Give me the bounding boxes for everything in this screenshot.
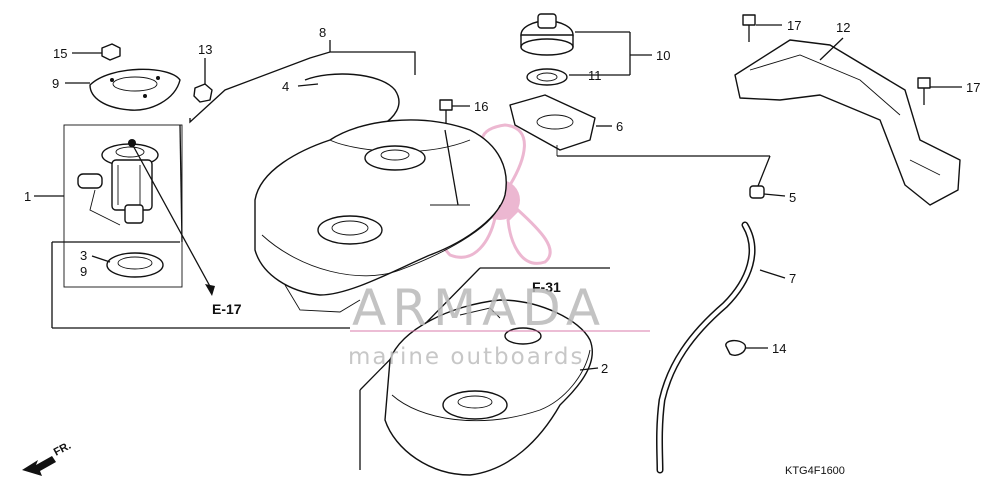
callout-5: 5 — [789, 190, 796, 205]
callout-14: 14 — [772, 341, 786, 356]
filler-tray-6 — [509, 94, 596, 156]
cap-gasket — [526, 68, 568, 86]
callout-8: 8 — [319, 25, 326, 40]
callout-16: 16 — [474, 99, 488, 114]
part-code: KTG4F1600 — [785, 465, 845, 477]
reference-e17: E-17 — [212, 301, 242, 317]
clip-13 — [193, 83, 213, 103]
watermark-tagline: marine outboards — [348, 344, 584, 370]
callout-4: 4 — [282, 79, 289, 94]
front-label: FR. — [52, 440, 73, 459]
callout-13: 13 — [198, 42, 212, 57]
grommet-5 — [749, 185, 765, 199]
callout-15: 15 — [53, 46, 67, 61]
callout-labels: 1 2 3 4 5 6 7 8 9 9 10 11 12 13 14 15 16… — [24, 18, 980, 477]
callout-7: 7 — [789, 271, 796, 286]
bolt-17-upper — [742, 14, 756, 42]
breather-hose-7 — [656, 221, 756, 474]
callout-1: 1 — [24, 189, 31, 204]
leader-lines — [34, 24, 962, 371]
watermark: ARMADA marine outboards — [348, 279, 650, 370]
callout-17-lower: 17 — [966, 80, 980, 95]
callout-10: 10 — [656, 48, 670, 63]
nut-15 — [101, 43, 121, 61]
callout-17-upper: 17 — [787, 18, 801, 33]
callout-2: 2 — [601, 361, 608, 376]
fuel-pump-assembly — [63, 124, 183, 288]
fuel-cap — [520, 13, 574, 56]
bolt-17-lower — [917, 77, 931, 105]
tank-bracket-12 — [734, 39, 961, 206]
callout-3: 3 — [80, 248, 87, 263]
fuel-tank-lower — [384, 299, 593, 476]
pump-seal-ring — [106, 252, 164, 278]
watermark-brand: ARMADA — [352, 279, 606, 337]
callout-12: 12 — [836, 20, 850, 35]
callout-6: 6 — [616, 119, 623, 134]
front-arrow-icon: FR. — [22, 440, 73, 476]
callout-9-lower: 9 — [80, 264, 87, 279]
fuel-tank-upper — [254, 119, 507, 313]
callout-11: 11 — [588, 68, 602, 83]
reference-f31: F-31 — [532, 279, 561, 295]
pump-set-plate — [89, 68, 181, 111]
band-4 — [304, 73, 400, 129]
callout-9-upper: 9 — [52, 76, 59, 91]
hose-clip-14 — [725, 339, 747, 356]
